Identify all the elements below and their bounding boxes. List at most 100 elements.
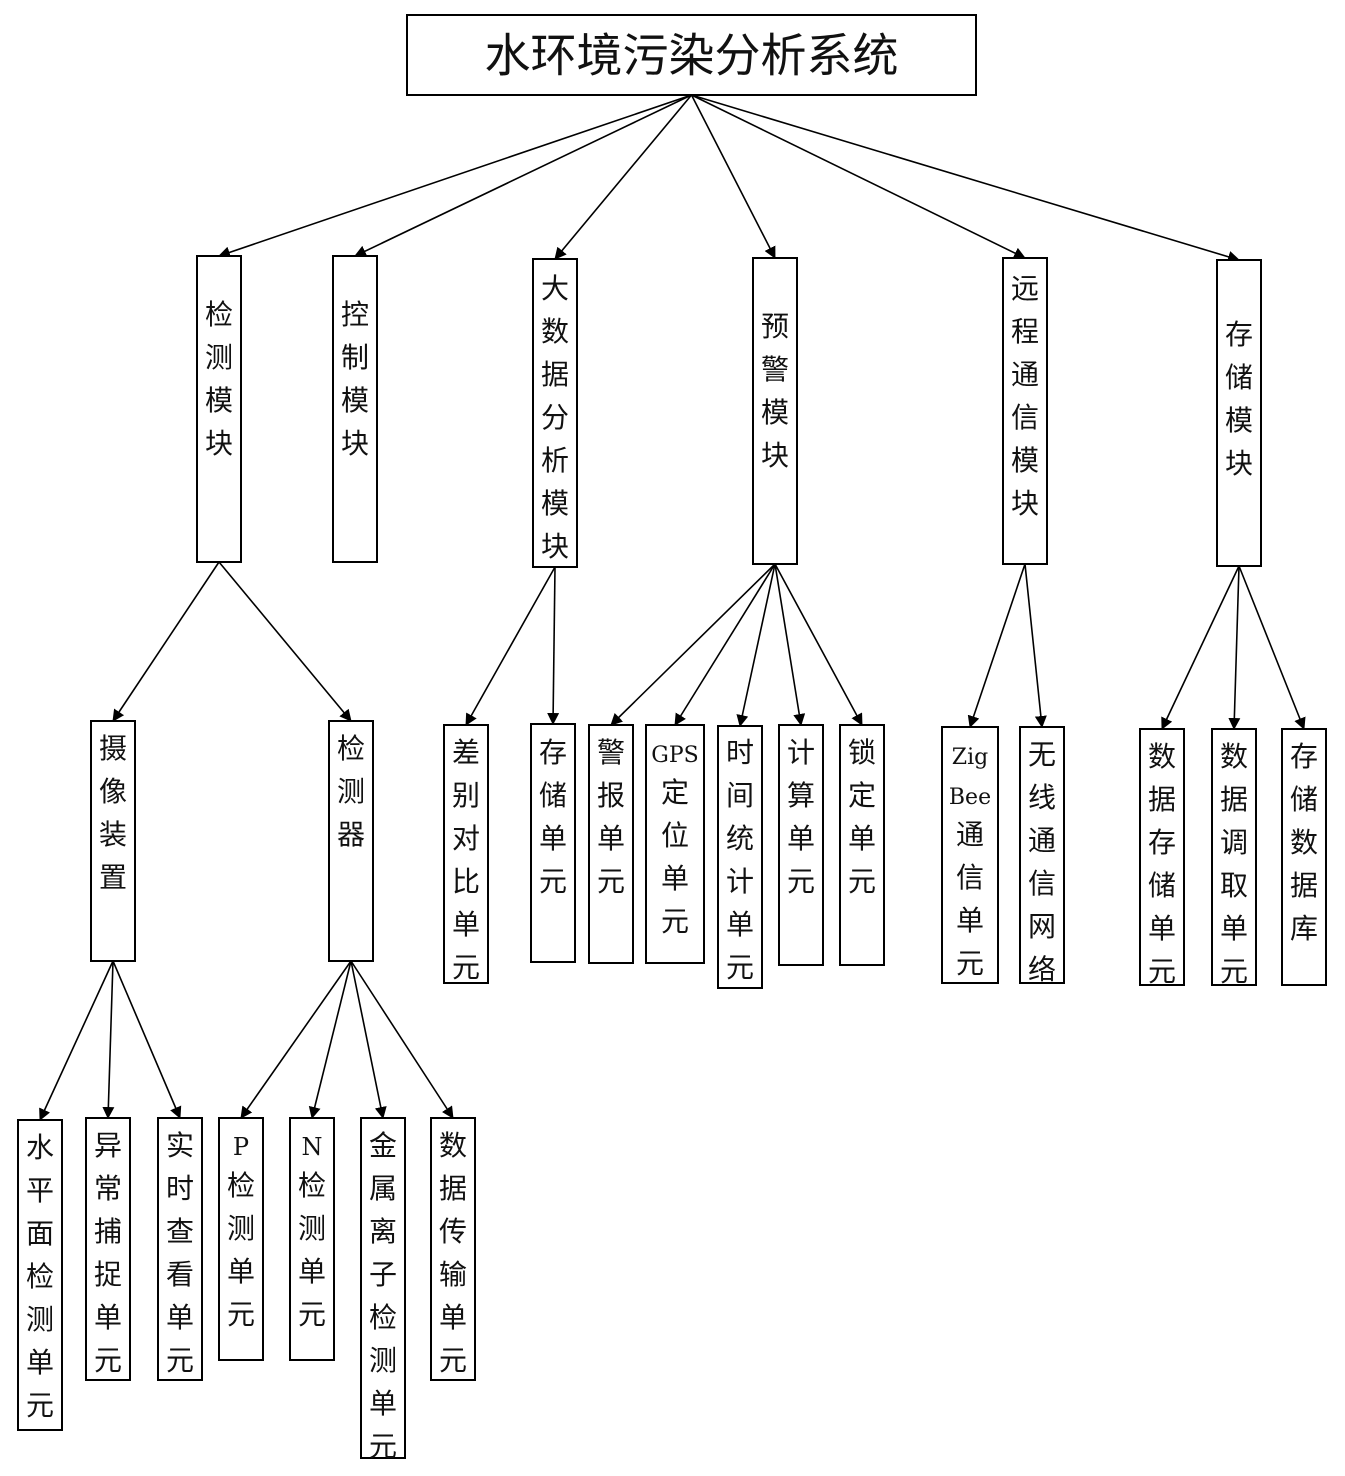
node-box <box>157 1117 203 1381</box>
node-label: 大数据分析模块 <box>541 272 569 563</box>
arrow-bigdata_module-to-storage_unit <box>547 566 560 725</box>
node-box <box>332 255 378 563</box>
node-box <box>752 257 798 565</box>
node-label: 存储模块 <box>1225 318 1253 480</box>
node-label: 锁定单元 <box>848 736 876 898</box>
node-storage-db: 存储数据库 <box>1281 728 1327 986</box>
node-box <box>328 720 374 962</box>
node-label: 远程通信模块 <box>1011 272 1039 520</box>
node-storage-unit: 存储单元 <box>530 723 576 963</box>
node-transfer-unit: 数据传输单元 <box>430 1117 476 1381</box>
node-storage-module: 存储模块 <box>1216 259 1262 567</box>
node-box <box>218 1117 264 1361</box>
node-root: 水环境污染分析系统 <box>406 14 977 96</box>
node-box <box>85 1117 131 1381</box>
node-label: 检测模块 <box>205 298 233 460</box>
node-box <box>530 723 576 963</box>
node-label: 检测器 <box>337 732 365 851</box>
node-box <box>839 724 885 966</box>
node-metal-unit: 金属离子检测单元 <box>360 1117 406 1463</box>
node-box <box>1019 726 1065 984</box>
node-abnormal-unit: 异常捕捉单元 <box>85 1117 131 1381</box>
node-box <box>196 255 242 563</box>
arrow-detector-to-transfer_unit <box>350 960 454 1119</box>
node-data-store-unit: 数据存储单元 <box>1139 728 1185 988</box>
arrow-remote_module-to-wireless_net <box>1024 563 1047 728</box>
connector-lines <box>39 94 1306 1121</box>
arrow-root-to-warning_module <box>690 94 776 259</box>
node-box <box>588 724 634 964</box>
node-level-unit: 水平面检测单元 <box>17 1119 63 1431</box>
node-label: 差别对比单元 <box>452 736 480 984</box>
node-label: 金属离子检测单元 <box>369 1129 397 1463</box>
node-camera: 摄像装置 <box>90 720 136 962</box>
node-box <box>1216 259 1262 567</box>
node-box <box>941 726 999 984</box>
node-remote-module: 远程通信模块 <box>1002 257 1048 565</box>
node-warning-module: 预警模块 <box>752 257 798 565</box>
arrow-camera-to-realtime_unit <box>112 960 182 1119</box>
node-detector: 检测器 <box>328 720 374 962</box>
node-box <box>360 1117 406 1459</box>
arrow-detector-to-p_unit <box>240 960 352 1119</box>
node-box <box>1281 728 1327 986</box>
node-detect-module: 检测模块 <box>196 255 242 563</box>
arrow-root-to-control_module <box>354 94 692 257</box>
arrow-warning_module-to-gps_unit <box>674 563 776 726</box>
node-label: 数据调取单元 <box>1220 740 1248 988</box>
arrow-camera-to-abnormal_unit <box>102 960 115 1119</box>
arrow-detect_module-to-camera <box>112 561 220 722</box>
node-box <box>406 14 977 96</box>
node-box <box>289 1117 335 1361</box>
node-box <box>778 724 824 966</box>
arrow-warning_module-to-alarm_unit <box>610 563 776 726</box>
node-box <box>1211 728 1257 986</box>
node-label: 摄像装置 <box>99 732 127 894</box>
node-label: 控制模块 <box>341 298 369 460</box>
arrow-warning_module-to-lock_unit <box>774 563 863 726</box>
node-box <box>532 258 578 568</box>
node-lock-unit: 锁定单元 <box>839 724 885 966</box>
arrow-storage_module-to-data_fetch_unit <box>1228 565 1241 730</box>
node-box <box>645 724 705 964</box>
node-label: 水平面检测单元 <box>26 1131 54 1422</box>
arrow-remote_module-to-zigbee_unit <box>967 563 1026 728</box>
arrow-storage_module-to-storage_db <box>1238 565 1306 730</box>
arrow-detector-to-n_unit <box>308 960 352 1119</box>
arrow-root-to-bigdata_module <box>554 94 693 260</box>
node-data-fetch-unit: 数据调取单元 <box>1211 728 1257 988</box>
node-label: 数据传输单元 <box>439 1129 467 1377</box>
node-box <box>430 1117 476 1381</box>
node-bigdata-module: 大数据分析模块 <box>532 258 578 568</box>
node-label: 数据存储单元 <box>1148 740 1176 988</box>
node-box <box>1002 257 1048 565</box>
node-label: 计算单元 <box>787 736 815 898</box>
arrow-bigdata_module-to-diff_unit <box>465 566 556 726</box>
node-label: 实时查看单元 <box>166 1129 194 1377</box>
node-box <box>443 724 489 984</box>
node-box <box>717 725 763 989</box>
node-label: 警报单元 <box>597 736 625 898</box>
node-realtime-unit: 实时查看单元 <box>157 1117 203 1381</box>
arrow-warning_module-to-calc_unit <box>774 563 806 726</box>
node-time-unit: 时间统计单元 <box>717 725 763 989</box>
arrow-storage_module-to-data_store_unit <box>1161 565 1240 730</box>
arrow-root-to-detect_module <box>218 94 692 259</box>
arrow-warning_module-to-time_unit <box>736 563 776 727</box>
arrow-camera-to-level_unit <box>39 960 114 1121</box>
node-label: 存储单元 <box>539 736 567 898</box>
node-box <box>1139 728 1185 986</box>
arrow-root-to-remote_module <box>691 94 1026 259</box>
node-label: 异常捕捉单元 <box>94 1129 122 1377</box>
arrow-detector-to-metal_unit <box>350 960 387 1119</box>
arrow-root-to-storage_module <box>691 94 1240 263</box>
node-control-module: 控制模块 <box>332 255 378 563</box>
